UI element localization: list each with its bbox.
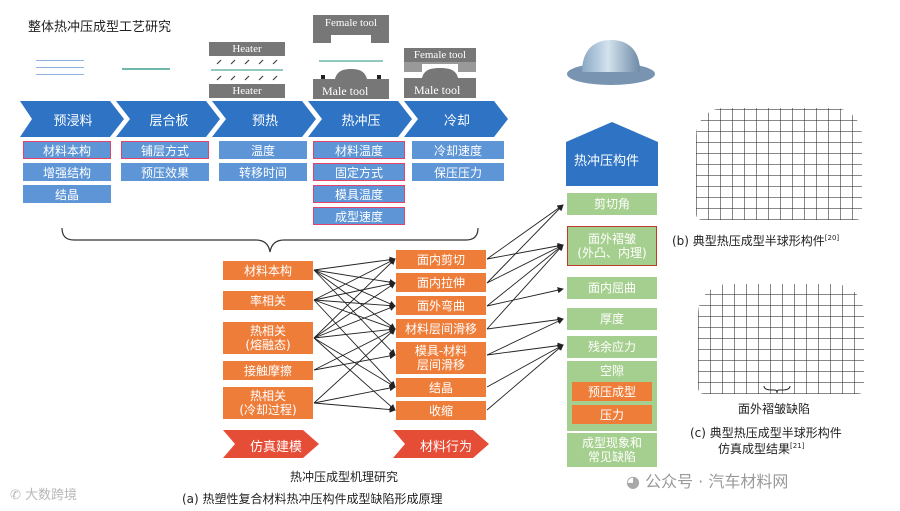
step-stamping: 热冲压: [341, 113, 381, 129]
sim-label: 仿真建模: [250, 440, 303, 455]
defect-footer: 成型现象和 常见缺陷: [567, 433, 657, 467]
caption-a: (a) 热塑性复合材料热冲压构件成型缺陷形成原理: [182, 492, 443, 506]
material-label: 材料行为: [420, 440, 473, 455]
mat-crystallization: 结晶: [396, 378, 486, 397]
laminate-line: [122, 68, 170, 70]
step-prepreg: 预浸料: [53, 113, 93, 129]
step-preheat: 预热: [251, 113, 278, 129]
prepreg-line: [36, 60, 84, 61]
material-arrow: [393, 430, 489, 458]
watermark-icon: ✆: [10, 488, 21, 503]
chevron-prepreg: [20, 101, 124, 137]
mat-in-plane-tension: 面内拉伸: [396, 273, 486, 292]
caption-b: (b) 典型热压成型半球形构件[20]: [672, 234, 840, 248]
defect-in-plane-buckling: 面内屈曲: [567, 277, 657, 299]
param-prepress: 预压效果: [121, 163, 209, 181]
chevron-laminate: [116, 101, 220, 137]
param-cooling-speed: 冷却速度: [412, 141, 504, 159]
caption-c-line1: (c) 典型热压成型半球形构件: [690, 426, 842, 440]
product-arrow: [566, 122, 658, 186]
watermark-right: ◕ 公众号 · 汽车材料网: [626, 472, 789, 491]
mat-out-plane-bending: 面外弯曲: [396, 296, 486, 315]
param-transfer-time: 转移时间: [219, 163, 307, 181]
defect-residual-stress: 残余应力: [567, 336, 657, 358]
step-cooling: 冷却: [443, 113, 470, 129]
product-label: 热冲压构件: [574, 154, 640, 169]
simulated-dome-image: [698, 284, 864, 394]
chevron-preheat: [212, 101, 316, 137]
heater-radiation-icon: [211, 59, 283, 81]
wrinkle-defect-label: 面外褶皱缺陷: [738, 402, 811, 416]
defect-shear-angle: 剪切角: [567, 193, 657, 215]
wechat-icon: ◕: [626, 472, 640, 491]
female-tool-closed: Female tool: [404, 48, 476, 62]
param-layup: 铺层方式: [121, 141, 209, 159]
mechanism-title: 热冲压成型机理研究: [290, 470, 399, 484]
mat-in-plane-shear: 面内剪切: [396, 250, 486, 269]
param-material-temperature: 材料温度: [313, 141, 405, 159]
process-chevrons: [20, 101, 508, 137]
param-forming-speed: 成型速度: [313, 207, 405, 225]
mat-tool-ply-slip: 模具-材料 层间滑移: [396, 342, 486, 374]
sim-arrow: [223, 430, 319, 458]
dome-part-image: [567, 40, 655, 85]
param-reinforcement: 增强结构: [23, 163, 111, 181]
chevron-cooling: [404, 101, 508, 137]
grouping-brace: [61, 227, 479, 253]
param-mold-temperature: 模具温度: [313, 185, 405, 203]
defect-void: 空隙: [599, 364, 624, 378]
sim-material-constitutive: 材料本构: [223, 261, 313, 280]
mat-shrinkage: 收缩: [396, 401, 486, 420]
defect-prepress-forming: 预压成型: [572, 382, 652, 401]
param-temperature: 温度: [219, 141, 307, 159]
step-laminate: 层合板: [149, 113, 189, 129]
defect-pressure: 压力: [572, 405, 652, 424]
prepreg-line: [36, 67, 84, 68]
wrinkle-brace: [763, 385, 791, 394]
watermark-left: ✆ 大数跨境: [10, 488, 78, 503]
formed-dome-image: [696, 108, 862, 220]
male-tool-label-1: Male tool: [322, 84, 369, 98]
param-crystallization: 结晶: [23, 185, 111, 203]
param-material-constitutive: 材料本构: [23, 141, 111, 159]
param-fixing-method: 固定方式: [313, 163, 405, 181]
heater-bottom: Heater: [209, 84, 285, 98]
heater-top: Heater: [209, 42, 285, 56]
tool-open-icon: [313, 31, 389, 99]
female-tool-open: Female tool: [313, 15, 389, 31]
sim-thermal-cooling: 热相关 (冷却过程): [223, 387, 313, 419]
diagram-title: 整体热冲压成型工艺研究: [28, 20, 172, 35]
sim-rate-dependent: 率相关: [223, 291, 313, 310]
sim-thermal-melt: 热相关 (熔融态): [223, 322, 313, 354]
caption-c-line2: 仿真成型结果[21]: [718, 442, 805, 456]
param-holding-pressure: 保压压力: [412, 163, 504, 181]
male-tool-label-2: Male tool: [414, 83, 461, 97]
mat-interply-slip: 材料层间滑移: [396, 319, 486, 338]
defect-out-of-plane-wrinkle: 面外褶皱 (外凸、内理): [567, 226, 657, 266]
tool-closed-icon: [404, 62, 476, 98]
prepreg-line: [36, 74, 84, 75]
chevron-stamping: [308, 101, 412, 137]
defect-thickness: 厚度: [567, 308, 657, 330]
sim-contact-friction: 接触摩擦: [223, 361, 313, 380]
